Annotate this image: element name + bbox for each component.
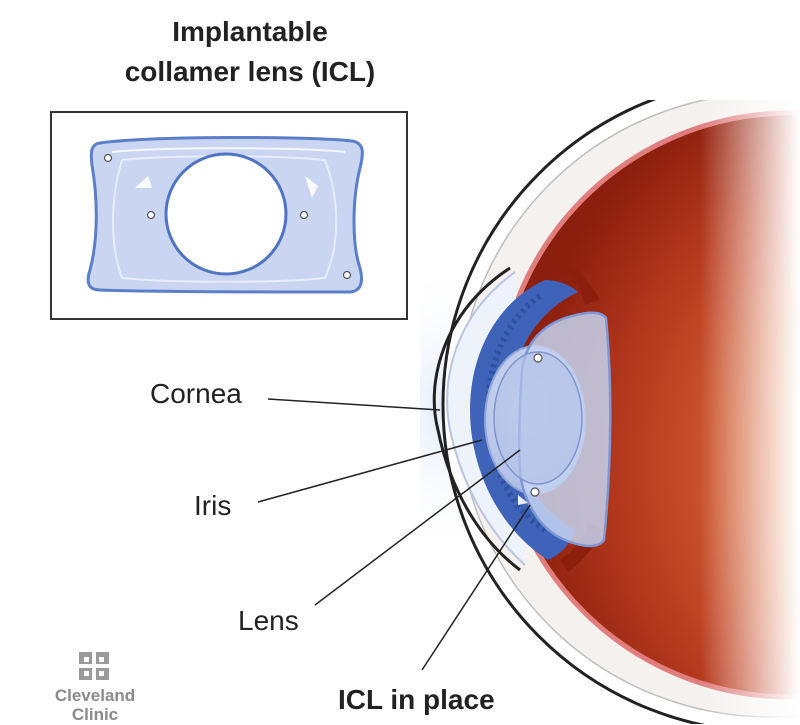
- label-iris: Iris: [194, 490, 232, 521]
- diagram-title: Implantable collamer lens (ICL): [60, 12, 440, 92]
- icl-positioning-hole: [103, 153, 113, 163]
- iris-shape: [470, 280, 578, 560]
- label-cornea: Cornea: [150, 378, 242, 409]
- logo-text-line-2: Clinic: [71, 705, 119, 724]
- icl-positioning-hole: [299, 210, 309, 220]
- icl-positioning-hole: [146, 210, 156, 220]
- cleveland-clinic-cross-icon: [79, 652, 109, 680]
- icl-leader-line: [421, 504, 531, 671]
- eye-cross-section: [420, 100, 800, 724]
- title-line-1: Implantable: [172, 16, 328, 47]
- cornea-leader-line: [267, 398, 441, 411]
- icl-inset-panel: [50, 111, 408, 320]
- label-lens: Lens: [238, 605, 299, 636]
- logo-text-line-1: Cleveland: [54, 686, 136, 705]
- iris-leader-line: [257, 439, 483, 503]
- icl-inner-plate: [112, 155, 338, 283]
- lens-leader-line: [314, 449, 521, 606]
- label-icl-in-place: ICL in place: [338, 684, 495, 715]
- title-line-2: collamer lens (ICL): [124, 56, 376, 87]
- icl-optic: [164, 152, 288, 276]
- cornea-shape: [432, 266, 521, 572]
- icl-positioning-hole: [342, 270, 352, 280]
